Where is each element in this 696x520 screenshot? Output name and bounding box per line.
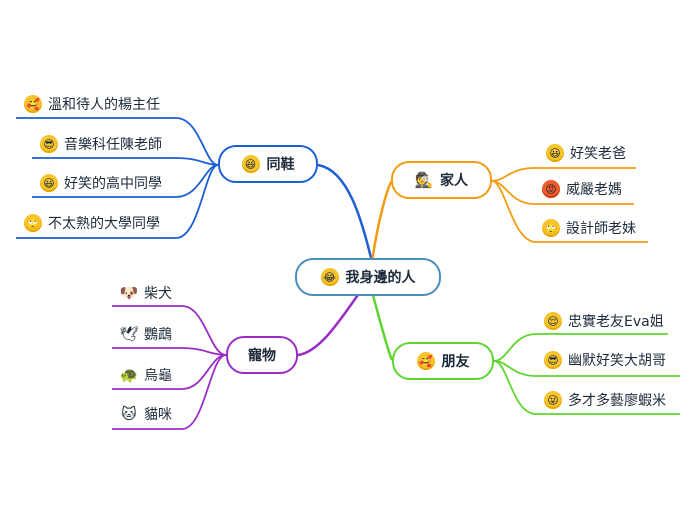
squinting-laugh-face-icon: 😆 — [241, 155, 260, 173]
edge-pets-leaf-1 — [112, 305, 227, 356]
branch-pets-label: 寵物 — [248, 348, 276, 364]
edge-classmates-leaf-3 — [32, 164, 219, 198]
edge-friends-leaf-1 — [493, 333, 668, 362]
grinning-face-icon: 😃 — [546, 144, 564, 162]
branch-family-label: 家人 — [440, 173, 468, 189]
edge-central-classmates — [317, 163, 374, 263]
leaf-label: 好笑的高中同學 — [64, 176, 162, 192]
dog-face-icon: 🐶 — [119, 283, 139, 302]
edge-family-leaf-1 — [491, 167, 636, 182]
leaf-label: 設計師老妹 — [566, 221, 636, 237]
leaf-label: 多才多藝廖蝦米 — [568, 393, 666, 409]
leaf-pets-3[interactable]: 🐢 烏龜 — [120, 364, 172, 386]
hearts-face-icon: 🥰 — [24, 95, 42, 113]
leaf-friends-1[interactable]: 😌 忠實老友Eva姐 — [544, 310, 664, 332]
edge-pets-leaf-4 — [112, 354, 227, 430]
leaf-family-1[interactable]: 😃 好笑老爸 — [546, 142, 626, 164]
rolling-eyes-face-icon: 🙄 — [542, 219, 560, 237]
branch-friends[interactable]: 🥰 朋友 — [392, 342, 494, 380]
edge-friends-leaf-3 — [493, 360, 680, 415]
branch-friends-label: 朋友 — [441, 354, 470, 370]
sunglasses-face-icon: 😎 — [40, 135, 58, 153]
woman-detective-icon: 🕵 — [414, 170, 434, 189]
leaf-label: 幽默好笑大胡哥 — [568, 353, 666, 369]
leaf-family-2[interactable]: 😡 威嚴老媽 — [542, 178, 622, 200]
sunglasses-face-icon: 😎 — [544, 351, 562, 369]
leaf-pets-1[interactable]: 🐶 柴犬 — [120, 282, 172, 304]
dove-icon: 🕊 — [119, 324, 139, 343]
hearts-face-icon: 🥰 — [416, 352, 435, 370]
leaf-label: 威嚴老媽 — [566, 182, 622, 198]
leaf-label: 貓咪 — [144, 407, 172, 423]
branch-classmates[interactable]: 😆 同鞋 — [218, 145, 318, 183]
edge-classmates-leaf-4 — [16, 164, 219, 239]
central-topic-label: 我身邊的人 — [345, 270, 416, 286]
rofl-face-icon: 😂 — [320, 268, 339, 286]
edge-pets-leaf-3 — [112, 354, 227, 390]
edge-central-pets — [297, 291, 362, 357]
leaf-friends-2[interactable]: 😎 幽默好笑大胡哥 — [544, 349, 666, 371]
leaf-classmates-3[interactable]: 😃 好笑的高中同學 — [40, 172, 162, 194]
leaf-friends-3[interactable]: 😜 多才多藝廖蝦米 — [544, 389, 666, 411]
leaf-pets-2[interactable]: 🕊 鸚鵡 — [119, 323, 172, 345]
central-topic[interactable]: 😂 我身邊的人 — [295, 258, 441, 296]
leaf-label: 溫和待人的楊主任 — [48, 97, 160, 113]
relieved-face-icon: 😌 — [544, 312, 562, 330]
cat-face-icon: 🐱 — [121, 404, 137, 423]
leaf-label: 鸚鵡 — [144, 327, 172, 343]
leaf-pets-4[interactable]: 🐱 貓咪 — [120, 403, 172, 425]
leaf-label: 柴犬 — [144, 286, 172, 302]
edge-classmates-leaf-2 — [32, 157, 219, 166]
edge-pets-leaf-2 — [112, 347, 227, 356]
turtle-icon: 🐢 — [119, 365, 139, 384]
rolling-eyes-face-icon: 🙄 — [24, 214, 42, 232]
branch-family[interactable]: 🕵 家人 — [391, 161, 492, 199]
edge-classmates-leaf-1 — [16, 117, 219, 166]
leaf-classmates-1[interactable]: 🥰 溫和待人的楊主任 — [24, 93, 160, 115]
leaf-label: 不太熟的大學同學 — [48, 216, 160, 232]
angry-face-icon: 😡 — [542, 180, 560, 198]
leaf-label: 忠實老友Eva姐 — [568, 314, 664, 330]
leaf-family-3[interactable]: 🙄 設計師老妹 — [542, 217, 636, 239]
branch-pets[interactable]: 寵物 — [226, 336, 298, 374]
edge-central-friends — [370, 291, 394, 361]
edge-central-family — [370, 180, 394, 263]
leaf-label: 音樂科任陳老師 — [64, 137, 162, 153]
edge-family-leaf-3 — [491, 180, 648, 243]
branch-classmates-label: 同鞋 — [266, 157, 295, 173]
leaf-classmates-4[interactable]: 🙄 不太熟的大學同學 — [24, 212, 160, 234]
leaf-classmates-2[interactable]: 😎 音樂科任陳老師 — [40, 133, 162, 155]
leaf-label: 烏龜 — [144, 368, 172, 384]
grinning-face-icon: 😃 — [40, 174, 58, 192]
winking-tongue-face-icon: 😜 — [544, 391, 562, 409]
leaf-label: 好笑老爸 — [570, 146, 626, 162]
